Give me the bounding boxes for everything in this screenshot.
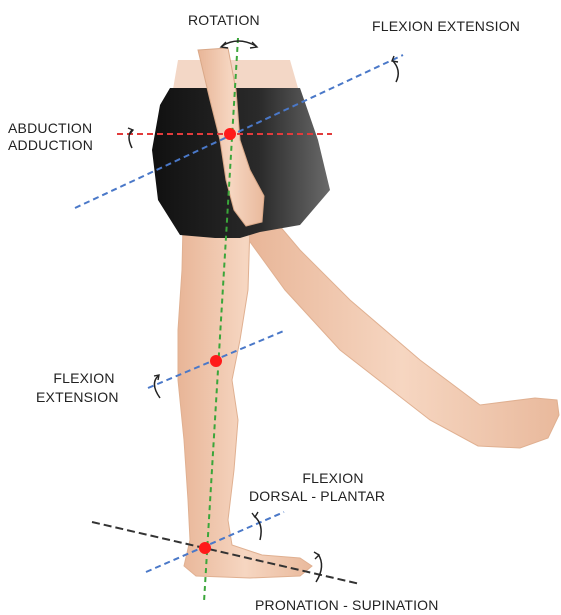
abduction-label: ABDUCTION: [8, 120, 92, 137]
adduction-label: ADDUCTION: [8, 137, 93, 154]
rotation-arrow-icon: [222, 41, 256, 46]
knee-extension-label: EXTENSION: [36, 389, 119, 406]
rotation-label: ROTATION: [188, 12, 260, 29]
ankle-joint-marker: [199, 542, 211, 554]
knee-flexion-arrow-icon: [154, 376, 160, 398]
knee-flexion-label: FLEXION: [46, 370, 122, 387]
hip-flexion-arrow-icon: [392, 60, 398, 82]
ankle-dorsal-plantar-label: DORSAL - PLANTAR: [249, 488, 385, 505]
ankle-flexion-arrow-icon: [254, 516, 261, 540]
pronation-arrow-icon: [316, 554, 322, 582]
raised-leg: [245, 205, 559, 448]
ankle-flexion-label: FLEXION: [292, 470, 374, 487]
pronation-supination-label: PRONATION - SUPINATION: [255, 597, 439, 614]
knee-joint-marker: [210, 355, 222, 367]
hip-flexion-extension-label: FLEXION EXTENSION: [372, 18, 520, 35]
hip-joint-marker: [224, 128, 236, 140]
